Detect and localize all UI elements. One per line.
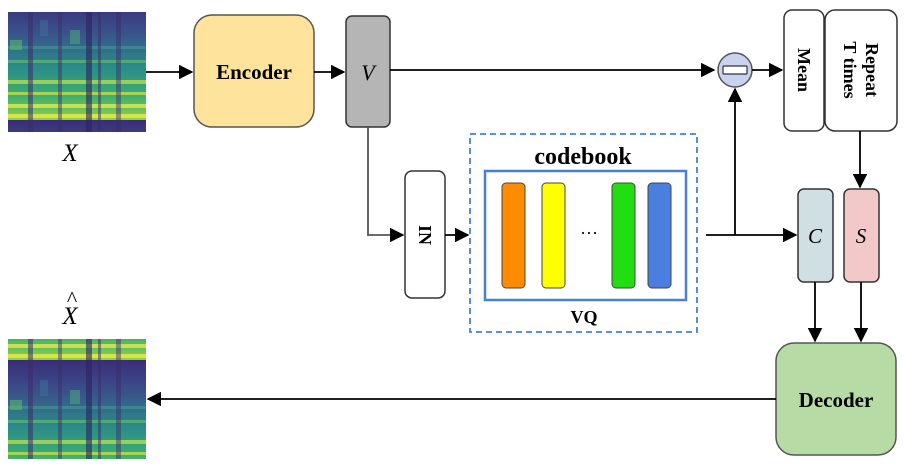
- mean-label: Mean: [794, 48, 814, 92]
- code-vector-green: [611, 182, 636, 289]
- codebook-title: codebook: [534, 144, 632, 170]
- repeat-box: [824, 9, 898, 132]
- output-label: ^ X: [61, 286, 79, 330]
- encoder-box: [193, 14, 315, 128]
- code-vector-blue: [647, 182, 672, 289]
- minus-bar: [722, 65, 748, 75]
- output-spectrogram: [8, 339, 146, 459]
- output-label-hat: ^: [67, 286, 78, 311]
- arrow-v-in: [367, 127, 405, 243]
- c-label: C: [808, 224, 823, 248]
- encoder-label: Encoder: [216, 60, 292, 84]
- code-vector-yellow: [541, 182, 566, 289]
- subtract-node: [717, 52, 753, 88]
- repeat-label-line1: Repeat: [862, 43, 882, 97]
- mean-box: [783, 9, 825, 132]
- v-label: V: [361, 60, 377, 85]
- vq-label: VQ: [571, 307, 598, 327]
- vq-container: [469, 133, 698, 333]
- code-vector-orange: [501, 182, 526, 289]
- in-label: IN: [415, 225, 435, 245]
- repeat-label-line2: T times: [840, 41, 860, 98]
- output-label-base: X: [61, 303, 79, 330]
- code-vector-ellipsis: ···: [580, 223, 598, 243]
- decoder-label: Decoder: [799, 388, 874, 412]
- input-label: X: [61, 140, 79, 167]
- input-spectrogram: [8, 12, 146, 132]
- s-label: S: [856, 224, 867, 248]
